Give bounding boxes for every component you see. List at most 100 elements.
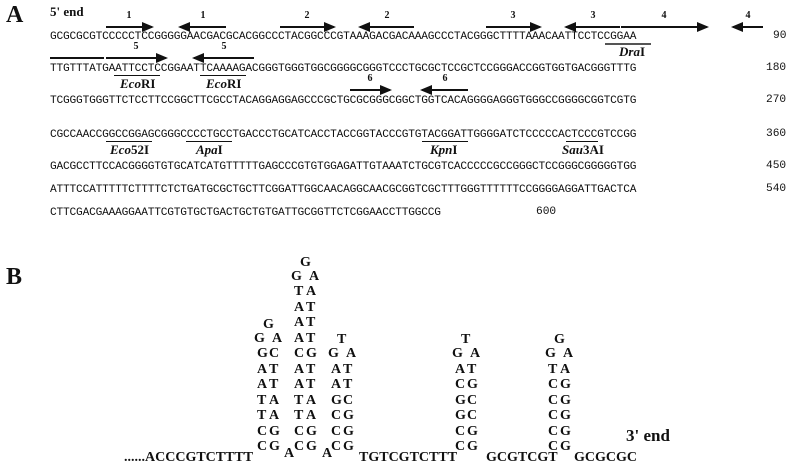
hairpin-5-stem-base: G <box>560 377 571 392</box>
repeat-2-forward-arrow: 2 <box>280 10 336 32</box>
hairpin-5-stem-base: C <box>548 392 559 408</box>
hairpin-4-stem-base: C <box>467 392 478 408</box>
sequence-position-450: 450 <box>766 160 787 172</box>
hairpin-2-stem-base: T <box>294 408 304 423</box>
hairpin-1-stem-base: T <box>257 408 267 423</box>
hairpin-5-stem-base: G <box>560 423 571 439</box>
hairpin-2-stem-base: T <box>306 361 316 377</box>
sequence-line-2: TTGTTTATGAATTCCTCCGGAATTCAAAAGACGGGTGGGT… <box>50 63 637 75</box>
hairpin-2-stem-base: A <box>294 315 305 330</box>
hairpin-3-stem-base: G <box>343 439 354 454</box>
hairpin-5-stem-base: G <box>560 408 571 423</box>
hairpin-5-stem-base: G <box>560 392 571 408</box>
hairpin-1-stem-base: C <box>269 346 280 361</box>
hairpin-4-stem-base: G <box>467 377 478 392</box>
hairpin-5-stem-base: A <box>560 361 571 377</box>
kpni-site-underline <box>422 141 468 142</box>
hairpin-4-stem-base: C <box>455 423 466 439</box>
repeat-1-reverse-arrow: 1 <box>178 10 226 32</box>
hairpin-5-stem-base: C <box>548 423 559 439</box>
hairpin-1-stem-base: C <box>257 423 268 439</box>
eco52i-site-underline <box>106 141 152 142</box>
hairpin-4-stem-base: G <box>467 423 478 439</box>
ecori-site-1-underline <box>114 75 160 76</box>
sequence-line-6: ATTTCCATTTTTCTTTTCTCTGATGCGCTGCTTCGGATTG… <box>50 184 637 196</box>
hairpin-2-stem-base: G <box>306 346 317 361</box>
panel-b-label: B <box>6 264 23 290</box>
sequence-position-180: 180 <box>766 62 787 74</box>
backbone-loop-a2: A <box>322 446 333 461</box>
hairpin-3-stem-base: C <box>331 408 342 423</box>
hairpin-3-stem-base: G <box>331 392 342 408</box>
hairpin-3-stem-base: A <box>331 377 342 392</box>
backbone-segment-4: GCGTCGT <box>486 450 558 465</box>
backbone-loop-a1: A <box>284 446 295 461</box>
panel-a-label: A <box>6 2 24 28</box>
backbone-3prime-segment: GCGCGC <box>574 450 637 465</box>
hairpin-3-loop-base: T <box>337 332 347 347</box>
restriction-site-eco52i: Eco52I <box>110 142 150 157</box>
apai-site-underline <box>186 141 232 142</box>
hairpin-3-stem-base: G <box>343 423 354 439</box>
hairpin-5-stem-base: T <box>548 361 558 377</box>
hairpin-2-stem-base: G <box>306 423 317 439</box>
hairpin-2-stem-base: T <box>306 377 316 392</box>
hairpin-3-loop-base: G <box>328 346 339 361</box>
hairpin-4-stem-base: C <box>455 439 466 454</box>
backbone-segment-3: TGTCGTCTTT <box>359 450 458 465</box>
ecori-site-2-underline <box>200 75 246 76</box>
hairpin-1-loop-base: A <box>272 330 283 346</box>
hairpin-4-stem-base: G <box>455 392 466 408</box>
hairpin-2-stem-base: A <box>294 330 305 346</box>
hairpin-1-stem-base: G <box>269 439 280 454</box>
hairpin-2-stem-base: T <box>294 284 304 299</box>
hairpin-5-stem-base: C <box>548 439 559 454</box>
hairpin-2-stem-base: A <box>294 361 305 377</box>
hairpin-4-stem-base: A <box>455 361 466 377</box>
hairpin-2-loop-base: G <box>300 254 311 270</box>
repeat-1-forward-arrow: 1 <box>106 10 154 32</box>
restriction-site-kpni: KpnI <box>430 142 458 157</box>
hairpin-2-stem-base: T <box>306 299 316 315</box>
repeat-3-forward-arrow: 3 <box>486 10 542 32</box>
hairpin-1-loop-base: G <box>254 330 265 346</box>
hairpin-2-loop-base: A <box>309 268 320 284</box>
repeat-4-forward-arrow: 4 <box>621 10 709 32</box>
hairpin-4-loop-base: G <box>452 346 463 361</box>
hairpin-5-loop-base: G <box>545 346 556 361</box>
sequence-line-7: CTTCGACGAAAGGAATTCGTGTGCTGACTGCTGTGATTGC… <box>50 207 441 219</box>
hairpin-2-stem-base: T <box>306 315 316 330</box>
hairpin-5-stem-base: C <box>548 408 559 423</box>
hairpin-2-stem-base: G <box>306 439 317 454</box>
hairpin-4-stem-base: G <box>455 408 466 423</box>
hairpin-2-stem-base: C <box>294 346 305 361</box>
hairpin-4-stem-base: C <box>455 377 466 392</box>
backbone-5prime-segment: ......ACCCGTCTTTT <box>124 450 254 465</box>
hairpin-4-stem-base: C <box>467 408 478 423</box>
hairpin-3-loop-base: A <box>346 346 357 361</box>
repeat-3-reverse-arrow: 3 <box>564 10 620 32</box>
five-prime-end-label: 5' end <box>50 4 84 19</box>
hairpin-3-stem-base: G <box>343 408 354 423</box>
sequence-line-3: TCGGGTGGGTTCTCCTTCCGGCTTCGCCTACAGGAGGAGC… <box>50 95 637 107</box>
hairpin-2-stem-base: A <box>306 408 317 423</box>
hairpin-1-stem-base: T <box>269 361 279 377</box>
sequence-line-5: GACGCCTTCCACGGGGTGTGCATCATGTTTTTGAGCCCGT… <box>50 161 637 173</box>
restriction-site-ecori-1: EcoRI <box>120 76 156 91</box>
hairpin-2-stem-base: T <box>294 392 304 408</box>
sequence-position-600: 600 <box>536 206 557 218</box>
sequence-position-270: 270 <box>766 94 787 106</box>
hairpin-3-stem-base: T <box>343 361 353 377</box>
sequence-line-1: GCGCGCGTCCCCCTCCGGGGGAACGACGCACGGCCCTACG… <box>50 31 637 43</box>
hairpin-3-stem-base: C <box>331 423 342 439</box>
hairpin-3-stem-base: C <box>343 392 354 408</box>
hairpin-1-loop-base: G <box>263 316 274 332</box>
hairpin-4-loop-base: A <box>470 346 481 361</box>
repeat-6-reverse-arrow: 6 <box>420 73 468 95</box>
sequence-position-90: 90 <box>773 30 787 42</box>
hairpin-1-stem-base: G <box>269 423 280 439</box>
hairpin-5-stem-base: G <box>560 439 571 454</box>
hairpin-3-stem-base: A <box>331 361 342 377</box>
hairpin-2-loop-base: G <box>291 268 302 284</box>
three-prime-end-label: 3' end <box>626 426 670 445</box>
